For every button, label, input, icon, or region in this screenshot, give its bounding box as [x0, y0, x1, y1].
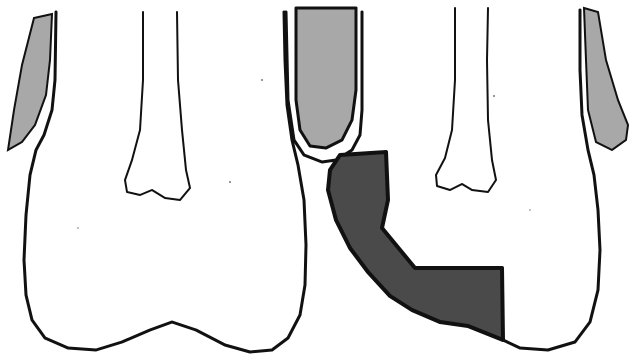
- left-tooth: [8, 12, 306, 352]
- right-tooth: [286, 8, 628, 350]
- right-tooth-restoration: [328, 152, 503, 340]
- right-tooth-adjacent-crown: [296, 8, 356, 148]
- left-tooth-outline: [24, 12, 306, 352]
- right-tooth-gingiva: [584, 8, 628, 150]
- left-tooth-root-canal: [125, 12, 190, 200]
- right-tooth-root-canal: [436, 8, 496, 192]
